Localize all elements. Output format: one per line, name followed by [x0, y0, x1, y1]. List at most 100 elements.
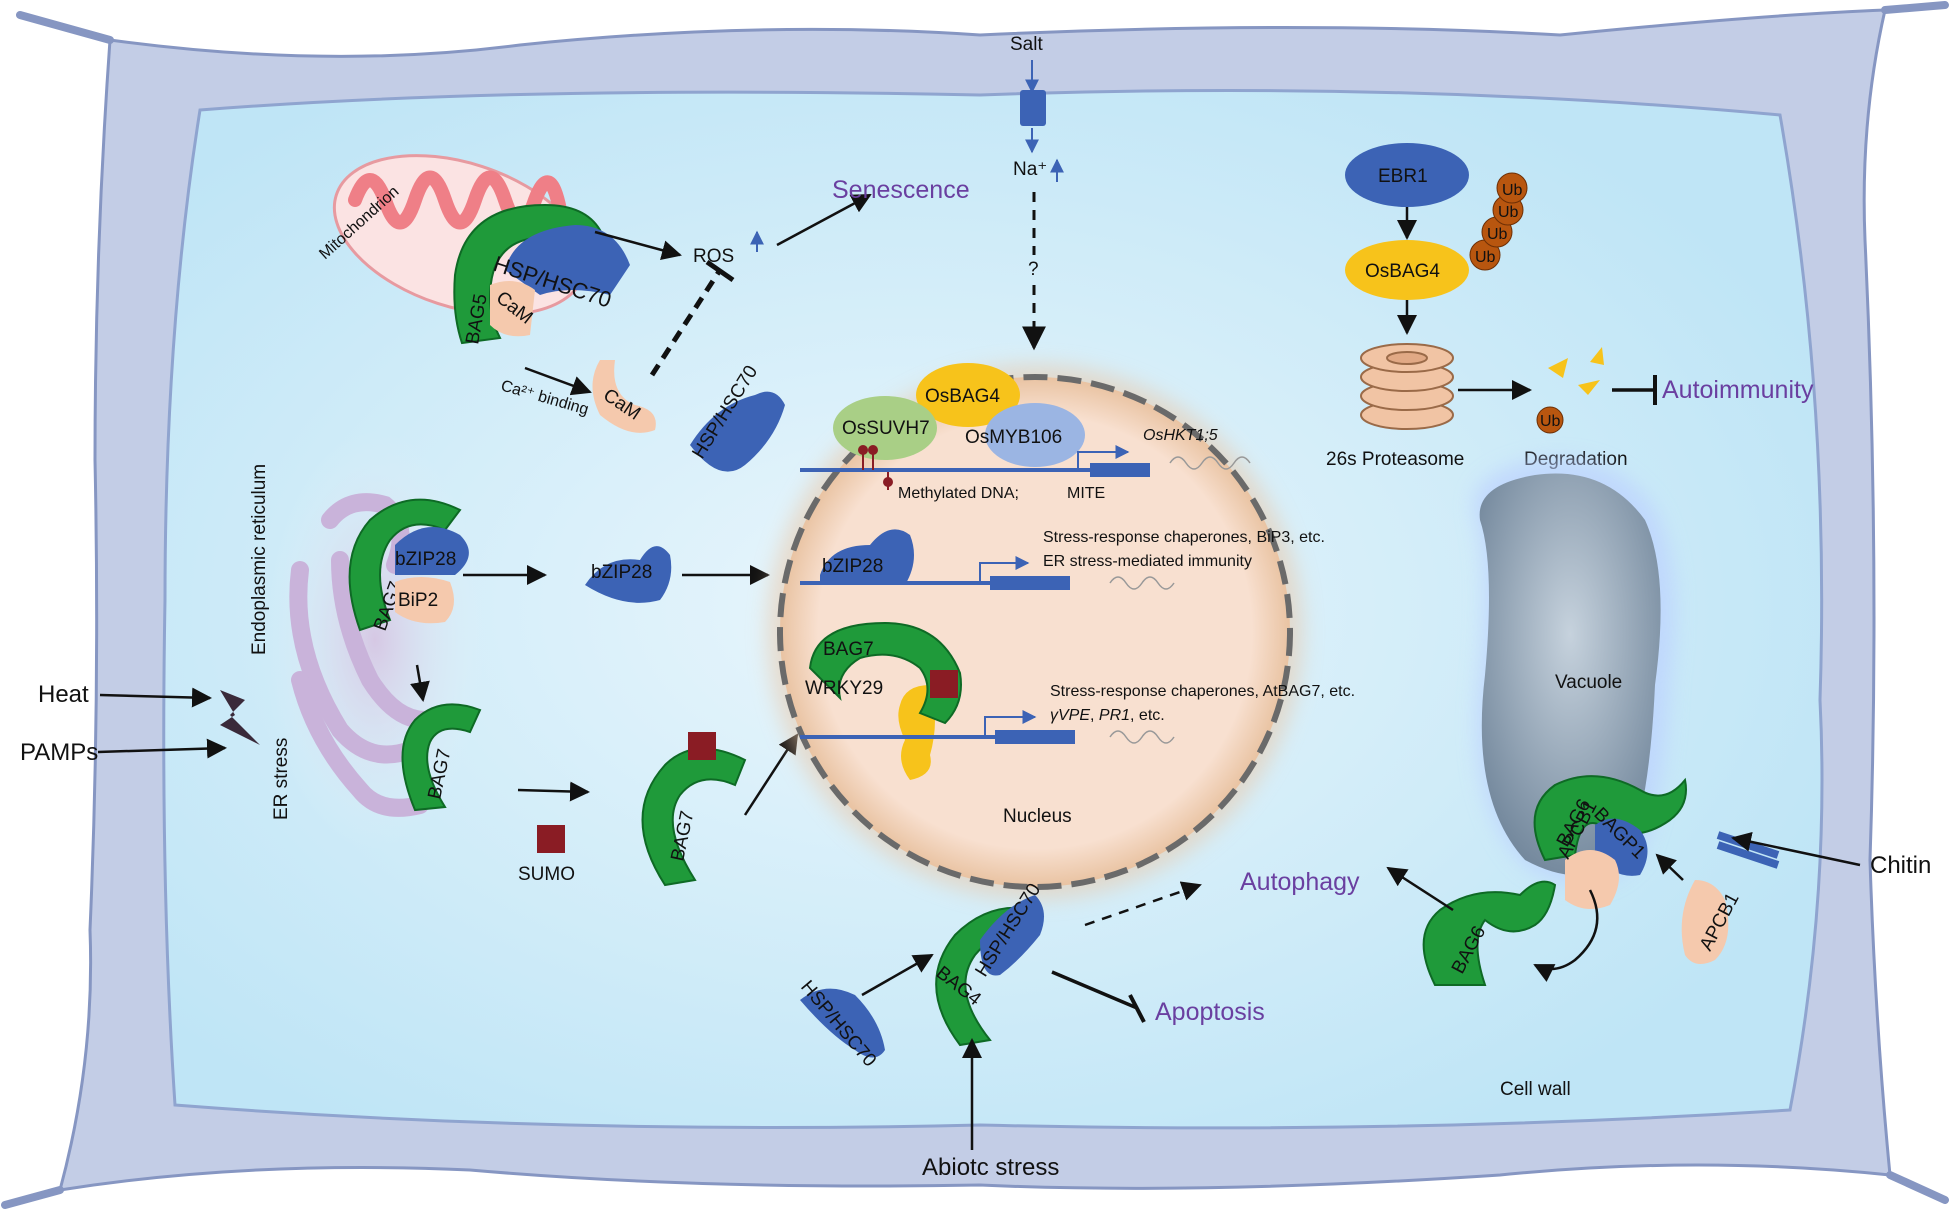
autoimmunity-label: Autoimmunity	[1662, 376, 1814, 404]
methylated-label: Methylated DNA;	[898, 485, 1019, 502]
cam-free-protein	[592, 360, 656, 433]
bag7-lower-protein	[401, 703, 482, 812]
methyl-mark-1	[858, 445, 868, 455]
bag6-free-protein	[1422, 880, 1557, 986]
bag6-release-arrow	[1533, 889, 1599, 982]
sumo-label: SUMO	[518, 864, 575, 885]
heat-label: Heat	[38, 681, 89, 708]
inhibit-bar-apoptosis	[1128, 994, 1146, 1023]
ebr1-protein	[1345, 143, 1469, 207]
bzip28-nuc-protein	[820, 529, 914, 585]
question-label: ?	[1028, 259, 1039, 280]
tss-arrow-2	[979, 556, 1030, 583]
gene-box-2	[990, 576, 1070, 590]
gene-text-2b-sep: ,	[1090, 707, 1099, 724]
bag7-sumo-arrow	[517, 781, 590, 802]
gene-text-1b: ER stress-mediated immunity	[1043, 553, 1252, 570]
proteasome-label: 26s Proteasome	[1326, 449, 1464, 470]
proteasome	[1360, 343, 1454, 430]
ros-label: ROS	[693, 246, 734, 267]
bip2-label: BiP2	[398, 590, 438, 611]
nucleus-label: Nucleus	[1003, 806, 1072, 827]
apcb1-binding-arrow	[1655, 853, 1684, 881]
hsp-mito-protein	[505, 225, 630, 295]
chitin-arrow	[1731, 831, 1861, 867]
ossuvh7-protein	[833, 396, 937, 460]
sumo-nuc	[930, 670, 958, 698]
gene-text-2b-etc: , etc.	[1130, 707, 1165, 724]
autophagy-label: Autophagy	[1240, 868, 1360, 896]
mite-label: MITE	[1067, 485, 1105, 502]
ebr1-label: EBR1	[1378, 166, 1428, 187]
gene-text-1a: Stress-response chaperones, BiP3, etc.	[1043, 529, 1325, 546]
hsp-free-bottom-protein	[800, 988, 885, 1058]
bag7-nuc-protein	[808, 621, 962, 725]
ossuvh7-label: OsSUVH7	[842, 418, 930, 439]
ubiquitin-chain	[1469, 172, 1528, 271]
lightning-icon	[220, 690, 260, 745]
bag6-to-autophagy-arrow	[1386, 866, 1454, 912]
methyl-mark-3	[883, 477, 893, 487]
methyl-mark-2	[868, 445, 878, 455]
bag7-down-arrow	[410, 664, 430, 702]
cell-wall-label: Cell wall	[1500, 1079, 1571, 1100]
bzip28-free-protein	[585, 546, 672, 603]
ion-channel	[1020, 90, 1046, 126]
inhibit-bar-ros	[705, 259, 735, 283]
tss-arrow-3	[984, 710, 1037, 737]
endoplasmic-reticulum	[289, 493, 434, 817]
vacuole-label: Vacuole	[1555, 672, 1622, 693]
gene-box-3	[995, 730, 1075, 744]
na-label: Na⁺	[1013, 159, 1047, 180]
pamps-label: PAMPs	[20, 739, 98, 766]
osbag4-nuc-protein	[916, 363, 1020, 427]
bag7-sumo-protein	[641, 747, 747, 887]
degradation-fragments	[1548, 347, 1604, 395]
ca-binding-arrow	[524, 366, 592, 396]
bag7-to-nucleus-arrow	[743, 733, 799, 816]
heat-arrow	[99, 687, 212, 708]
chitin-label: Chitin	[1870, 852, 1931, 879]
ub-label-2: Ub	[1487, 226, 1508, 243]
senescence-label: Senescence	[832, 176, 970, 204]
hsp-bag4-protein	[980, 895, 1044, 976]
mrna-3	[1109, 730, 1175, 744]
bag7-er-protein	[348, 498, 462, 632]
bzip28-nuc-label: bZIP28	[822, 556, 883, 577]
ub-label-3: Ub	[1498, 204, 1519, 221]
sumo-attached	[688, 732, 716, 760]
er-stress-label: ER stress	[271, 738, 292, 820]
bzip28-er-protein	[395, 527, 469, 575]
apcb1-vac-protein	[1565, 850, 1619, 909]
bag4-to-autophagy-arrow	[1084, 881, 1202, 927]
ub-free-label: Ub	[1540, 413, 1561, 430]
salt-label: Salt	[1010, 34, 1043, 55]
ros-to-senescence-arrow	[776, 193, 872, 247]
mrna-1	[1169, 456, 1251, 470]
osmyb106-label: OsMYB106	[965, 427, 1062, 448]
tss-arrow-1	[1077, 445, 1130, 470]
hsp-free-top-protein	[690, 391, 785, 472]
gvpe-text: γVPE	[1050, 707, 1090, 724]
apoptosis-label: Apoptosis	[1155, 998, 1265, 1026]
osbag4-cyto-label: OsBAG4	[1365, 261, 1440, 282]
gene-box-1	[1090, 463, 1150, 477]
abiotic-label: Abiotc stress	[922, 1154, 1059, 1181]
bip2-protein	[395, 577, 454, 624]
sumo-square	[537, 825, 565, 853]
cam-mito-protein	[490, 281, 535, 337]
bzip28-free-label: bZIP28	[591, 562, 652, 583]
ub-label-1: Ub	[1475, 249, 1496, 266]
mito-to-ros-arrow	[594, 230, 682, 260]
bag4-inhibits-apoptosis	[1051, 970, 1138, 1010]
osmyb106-protein	[985, 403, 1085, 467]
osbag4-nuc-label: OsBAG4	[925, 386, 1000, 407]
pamps-arrow	[97, 738, 227, 759]
osbag4-cyto-protein	[1345, 240, 1469, 300]
cam-inhibits-ros	[649, 268, 723, 377]
er-label: Endoplasmic reticulum	[249, 464, 270, 655]
vacuole	[1479, 473, 1661, 876]
